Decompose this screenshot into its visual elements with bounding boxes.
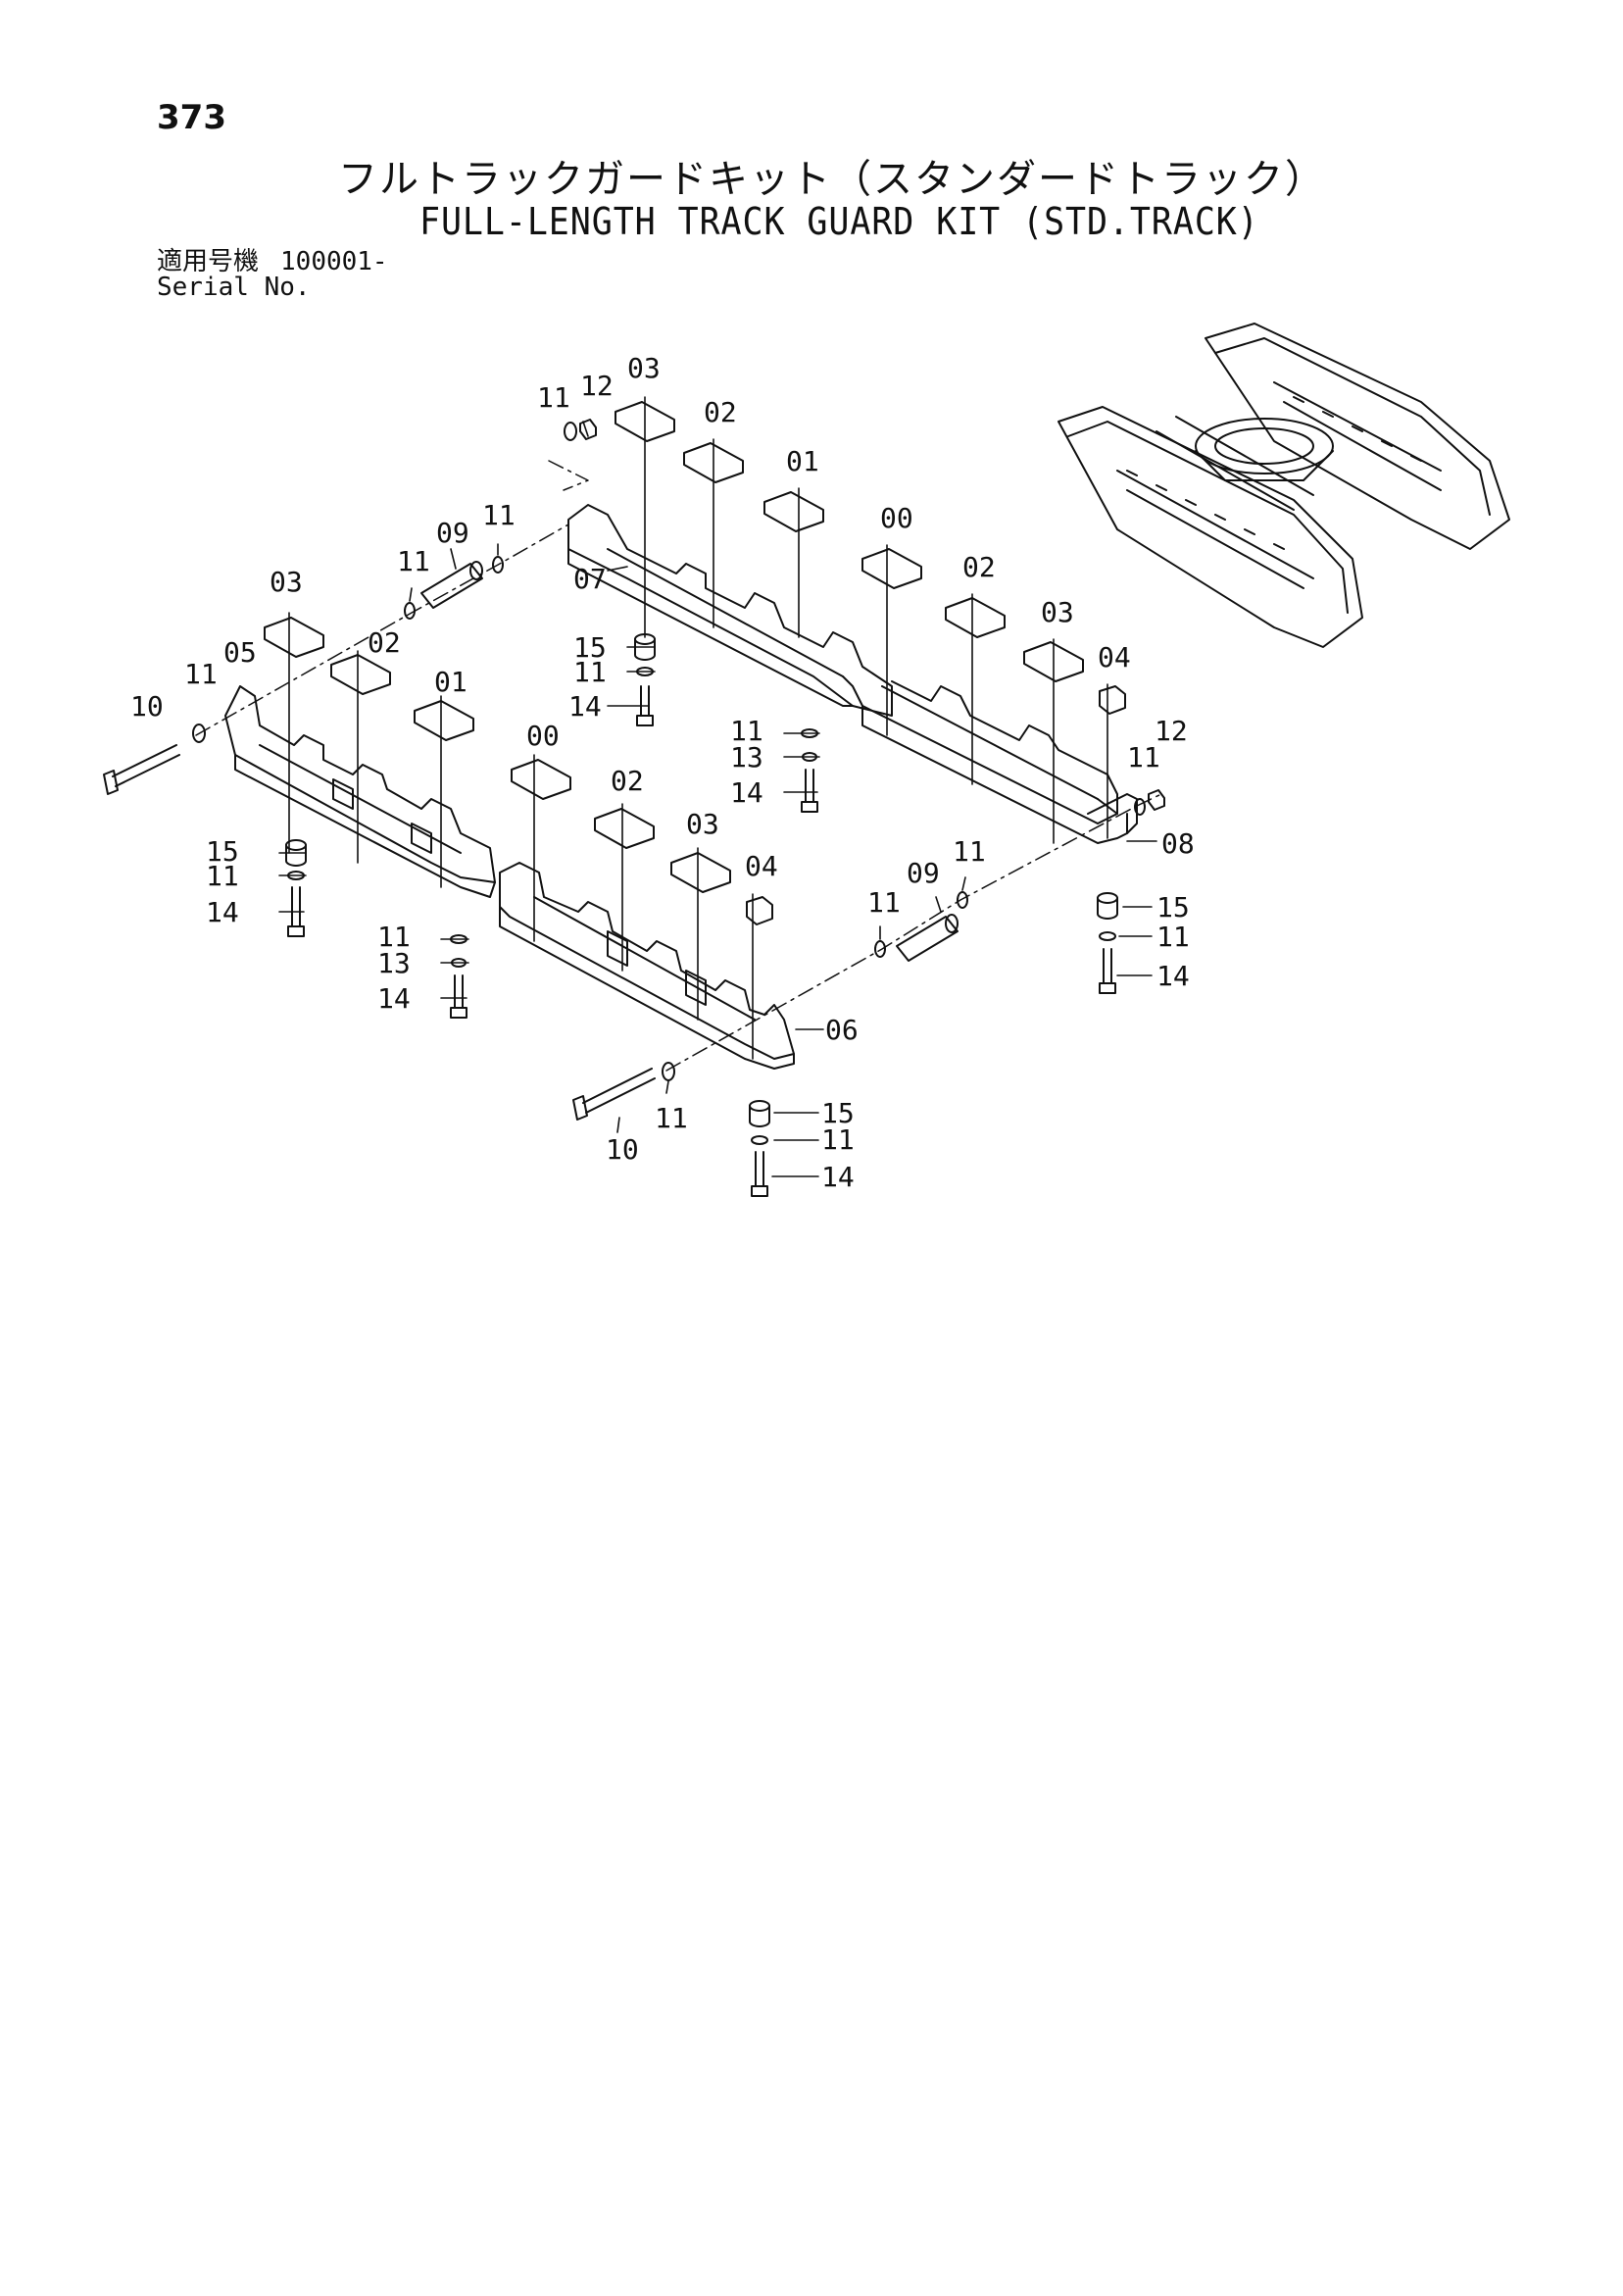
serial-block: 適用号機 100001- Serial No. xyxy=(157,249,388,300)
callout: 02 xyxy=(611,765,644,797)
leader-lines xyxy=(278,396,1157,1177)
serial-label-en: Serial No. xyxy=(157,273,311,302)
callout: 13 xyxy=(730,741,763,774)
track-guard-rail-rear xyxy=(567,504,1138,844)
callout: 12 xyxy=(580,370,614,402)
callout: 11 xyxy=(184,658,218,690)
callout: 11 xyxy=(482,499,516,531)
undercarriage-inset-illustration xyxy=(1057,323,1510,648)
callout: 05 xyxy=(223,636,257,669)
callout: 03 xyxy=(1041,596,1074,628)
callout: 11 xyxy=(1156,921,1190,953)
callout: 14 xyxy=(1156,960,1190,992)
callout: 00 xyxy=(880,502,913,534)
callout: 15 xyxy=(206,835,239,868)
callout: 14 xyxy=(568,690,602,723)
callout: 04 xyxy=(1098,641,1131,674)
callout: 02 xyxy=(368,626,401,659)
wear-plates xyxy=(264,401,1126,925)
callout: 02 xyxy=(962,551,996,583)
callout: 12 xyxy=(1155,715,1188,747)
callout: 02 xyxy=(704,396,737,428)
callout: 10 xyxy=(606,1133,639,1166)
callout: 11 xyxy=(573,656,607,688)
callout: 11 xyxy=(867,886,901,919)
assembly-lines xyxy=(195,460,1162,1072)
callout: 03 xyxy=(270,566,303,598)
callout: 11 xyxy=(730,715,763,747)
title-english: FULL-LENGTH TRACK GUARD KIT (STD.TRACK) xyxy=(419,200,1259,243)
small-hardware xyxy=(192,419,1165,1197)
callout: 14 xyxy=(730,776,763,809)
callout: 10 xyxy=(130,690,164,723)
callout: 03 xyxy=(686,808,719,840)
callout: 07 xyxy=(573,563,607,595)
callout: 11 xyxy=(537,381,570,414)
callout: 14 xyxy=(377,982,411,1015)
callout: 11 xyxy=(206,860,239,892)
callout: 14 xyxy=(206,896,239,928)
title-japanese: フルトラックガードキット（スタンダードトラック） xyxy=(338,157,1326,202)
callout: 01 xyxy=(786,445,819,477)
callout: 11 xyxy=(655,1102,688,1134)
callout: 06 xyxy=(825,1014,859,1046)
callout-labels: 03 12 11 02 01 00 02 03 04 12 11 08 15 1… xyxy=(130,352,1195,1193)
callout: 08 xyxy=(1161,827,1195,860)
callout: 03 xyxy=(627,352,661,384)
track-guard-rail-front xyxy=(499,862,795,1070)
callout: 11 xyxy=(1127,741,1160,774)
callout: 15 xyxy=(821,1097,855,1129)
callout: 11 xyxy=(397,545,430,577)
callout: 04 xyxy=(745,850,778,882)
track-guard-rail-left xyxy=(224,685,496,898)
page-number: 373 xyxy=(157,98,226,137)
callout: 09 xyxy=(907,857,940,889)
callout: 13 xyxy=(377,947,411,979)
long-bolts xyxy=(103,744,656,1121)
callout: 11 xyxy=(377,921,411,953)
callout: 01 xyxy=(434,666,467,698)
callout: 11 xyxy=(821,1123,855,1156)
callout: 15 xyxy=(573,631,607,664)
callout: 15 xyxy=(1156,891,1190,923)
callout: 14 xyxy=(821,1161,855,1193)
callout: 00 xyxy=(526,720,560,752)
callout: 11 xyxy=(953,835,986,868)
callout: 09 xyxy=(436,517,469,549)
serial-label-jp: 適用号機 xyxy=(157,247,260,276)
serial-value: 100001- xyxy=(280,247,388,276)
